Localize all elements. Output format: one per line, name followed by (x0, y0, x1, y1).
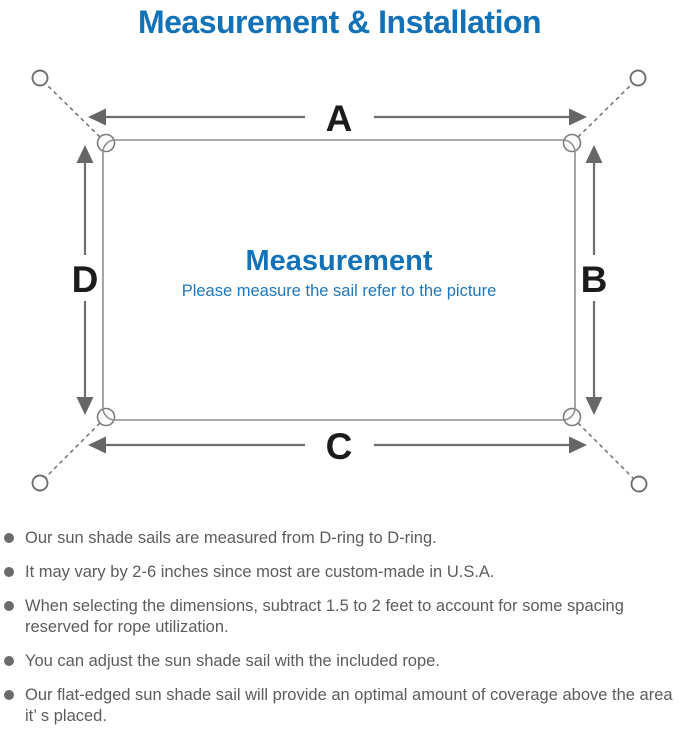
anchor-ring-bottom-left-icon (31, 474, 49, 492)
arrowhead-c-right-icon (569, 436, 587, 454)
list-item: Our flat-edged sun shade sail will provi… (4, 685, 677, 727)
list-item: It may vary by 2-6 inches since most are… (4, 562, 677, 583)
bullet-dot-icon (4, 567, 14, 577)
dim-label-c: C (326, 426, 353, 467)
arrowhead-d-up-icon (76, 145, 94, 163)
bullet-dot-icon (4, 601, 14, 611)
anchor-ring-top-right-icon (629, 69, 647, 87)
rope-line-top-right (577, 83, 633, 138)
measurement-diagram: A C D B Measurement Please measure the s… (0, 55, 679, 510)
bullet-dot-icon (4, 690, 14, 700)
list-item: When selecting the dimensions, subtract … (4, 596, 677, 638)
dim-label-b: B (581, 259, 608, 300)
sail-diagram-canvas: A C D B Measurement Please measure the s… (31, 69, 648, 493)
sail-outline (102, 139, 576, 421)
bullet-dot-icon (4, 533, 14, 543)
note-text: It may vary by 2-6 inches since most are… (25, 563, 495, 581)
rope-line-bottom-left (45, 422, 101, 478)
arrowhead-a-left-icon (88, 108, 106, 126)
arrowhead-b-up-icon (585, 145, 603, 163)
note-text: Our sun shade sails are measured from D-… (25, 529, 437, 547)
dim-label-a: A (326, 98, 353, 139)
page-title: Measurement & Installation (137, 4, 542, 40)
note-text: You can adjust the sun shade sail with t… (25, 652, 440, 670)
anchor-ring-top-left-icon (31, 69, 49, 87)
note-text: Our flat-edged sun shade sail will provi… (25, 686, 673, 725)
list-item: Our sun shade sails are measured from D-… (4, 528, 677, 549)
arrowhead-a-right-icon (569, 108, 587, 126)
arrowhead-d-down-icon (76, 397, 94, 415)
arrowhead-c-left-icon (88, 436, 106, 454)
anchor-ring-bottom-right-icon (630, 475, 648, 493)
notes-list: Our sun shade sails are measured from D-… (0, 528, 679, 727)
list-item: You can adjust the sun shade sail with t… (4, 651, 677, 672)
rope-line-bottom-right (577, 422, 634, 479)
dim-label-d: D (72, 259, 99, 300)
bullet-dot-icon (4, 656, 14, 666)
diagram-subheading: Please measure the sail refer to the pic… (182, 282, 497, 300)
note-text: When selecting the dimensions, subtract … (25, 597, 624, 636)
arrowhead-b-down-icon (585, 397, 603, 415)
rope-line-top-left (45, 83, 101, 138)
diagram-heading: Measurement (246, 245, 433, 277)
